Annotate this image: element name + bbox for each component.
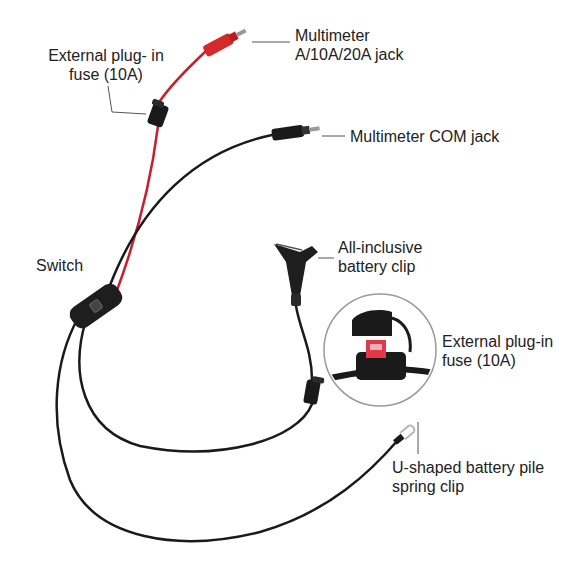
red-wire (158, 52, 205, 104)
leader-line (252, 42, 290, 43)
leader-line (318, 258, 334, 259)
callout-label: Switch (36, 256, 96, 275)
fuse-holder (145, 98, 170, 128)
callout-label: External plug-in fuse (10A) (442, 332, 570, 370)
red-banana-plug (202, 25, 248, 57)
fuse-detail (320, 310, 440, 380)
inset-circle (324, 294, 436, 406)
callout-label: External plug- in fuse (10A) (48, 46, 164, 84)
leader-line (418, 422, 419, 454)
black-wire (80, 320, 312, 451)
callout-label: U-shaped battery pile spring clip (392, 458, 568, 496)
black-wire (296, 306, 312, 380)
fuse-holder (303, 375, 325, 406)
black-banana-plug (271, 122, 320, 141)
spring-clip (392, 424, 416, 446)
inline-switch (66, 280, 126, 332)
alligator-clip (274, 244, 318, 306)
callout-label: Multimeter COM jack (350, 127, 540, 146)
leader-line (108, 86, 146, 114)
leader-line (322, 136, 345, 137)
black-wire (106, 135, 272, 296)
callout-label: Multimeter A/10A/20A jack (295, 26, 445, 64)
callout-label: All-inclusive battery clip (338, 238, 458, 276)
